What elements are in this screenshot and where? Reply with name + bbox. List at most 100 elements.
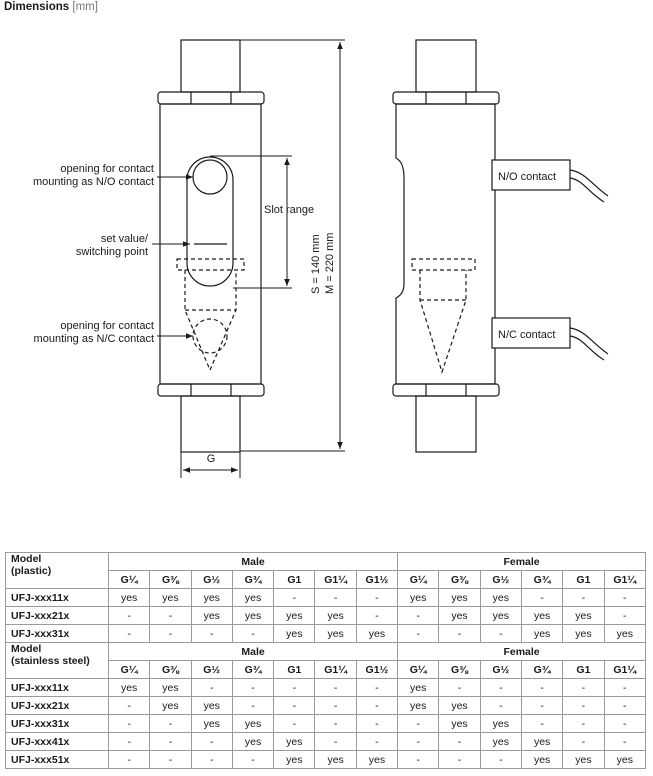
model-header-material: (stainless steel) [11,655,90,667]
availability-cell: - [149,606,192,625]
availability-cell: yes [479,606,522,625]
availability-cell: - [479,678,522,697]
availability-cell: - [520,588,564,607]
model-cell: UFJ-xxx31x [5,714,109,733]
female-group-header: Female [397,642,646,661]
label-slot-range: Slot range [264,204,314,216]
availability-cell: - [190,624,233,643]
availability-cell: - [149,732,192,751]
availability-cell: yes [190,588,233,607]
availability-cell: yes [273,732,316,751]
left-top-pipe [180,39,241,93]
slot-outline [186,156,234,287]
availability-cell: yes [190,696,233,715]
availability-cell: - [603,732,647,751]
availability-cell: yes [231,588,275,607]
model-cell: UFJ-xxx51x [5,750,109,769]
page-title: Dimensions [mm] [4,1,98,13]
availability-cell: - [107,732,151,751]
thread-header: G½ [190,660,233,679]
availability-cell: - [355,606,399,625]
thread-header: G⅜ [438,570,481,589]
availability-cell: yes [355,750,399,769]
availability-cell: - [314,732,357,751]
availability-cell: - [397,606,440,625]
availability-cell: yes [190,606,233,625]
availability-cell: - [479,750,522,769]
availability-cell: yes [314,624,357,643]
availability-cell: - [603,696,647,715]
availability-cell: yes [603,750,647,769]
label-dim-s: S = 140 mm [310,234,322,294]
label-dim-m: M = 220 mm [324,233,336,294]
availability-cell: - [562,696,605,715]
model-cell: UFJ-xxx21x [5,606,109,625]
thread-header: G1½ [355,660,399,679]
thread-header: G¾ [520,660,564,679]
thread-header: G1¼ [603,660,647,679]
availability-cell: yes [231,714,275,733]
thread-header: G¼ [397,660,440,679]
availability-cell: yes [397,678,440,697]
availability-cell: - [231,750,275,769]
availability-cell: - [273,588,316,607]
availability-cell: - [231,678,275,697]
label-set-value-2: switching point [76,246,148,258]
thread-header: G½ [479,570,522,589]
model-header-material: (plastic) [11,565,52,577]
title-unit: [mm] [72,1,98,13]
label-no-opening-2: mounting as N/O contact [33,176,154,188]
label-nc-opening-1: opening for contact [60,320,154,332]
thread-header: G1 [562,570,605,589]
availability-cell: yes [438,588,481,607]
availability-cell: - [107,606,151,625]
availability-cell: - [603,606,647,625]
availability-cell: - [190,732,233,751]
availability-cell: - [149,624,192,643]
left-bottom-pipe [180,395,241,453]
availability-cell: yes [520,732,564,751]
right-bottom-pipe [415,395,477,453]
availability-cell: - [562,678,605,697]
label-no-contact: N/O contact [498,171,556,183]
availability-cell: yes [397,696,440,715]
availability-cell: yes [149,696,192,715]
nc-contact-cable [569,327,609,355]
availability-cell: - [107,624,151,643]
availability-cell: - [149,750,192,769]
float-dashed [176,258,245,372]
availability-cell: yes [438,696,481,715]
model-cell: UFJ-xxx11x [5,588,109,607]
availability-cell: yes [149,588,192,607]
model-header: Model(plastic) [5,552,109,589]
availability-cell: yes [231,732,275,751]
availability-cell: - [397,732,440,751]
availability-cell: yes [314,606,357,625]
model-header-label: Model [11,553,42,565]
availability-cell: yes [479,588,522,607]
availability-cell: - [562,732,605,751]
availability-cell: - [355,696,399,715]
male-group-header: Male [107,552,399,571]
availability-cell: yes [273,606,316,625]
availability-cell: yes [562,624,605,643]
availability-cell: - [479,696,522,715]
availability-cell: yes [603,624,647,643]
thread-header: G1½ [355,570,399,589]
title-text: Dimensions [4,1,70,13]
no-opening-circle [192,159,228,195]
thread-header: G⅜ [438,660,481,679]
availability-cell: - [107,750,151,769]
nc-contact-box [491,317,571,349]
availability-cell: - [438,678,481,697]
thread-header: G1 [273,570,316,589]
availability-cell: yes [520,624,564,643]
